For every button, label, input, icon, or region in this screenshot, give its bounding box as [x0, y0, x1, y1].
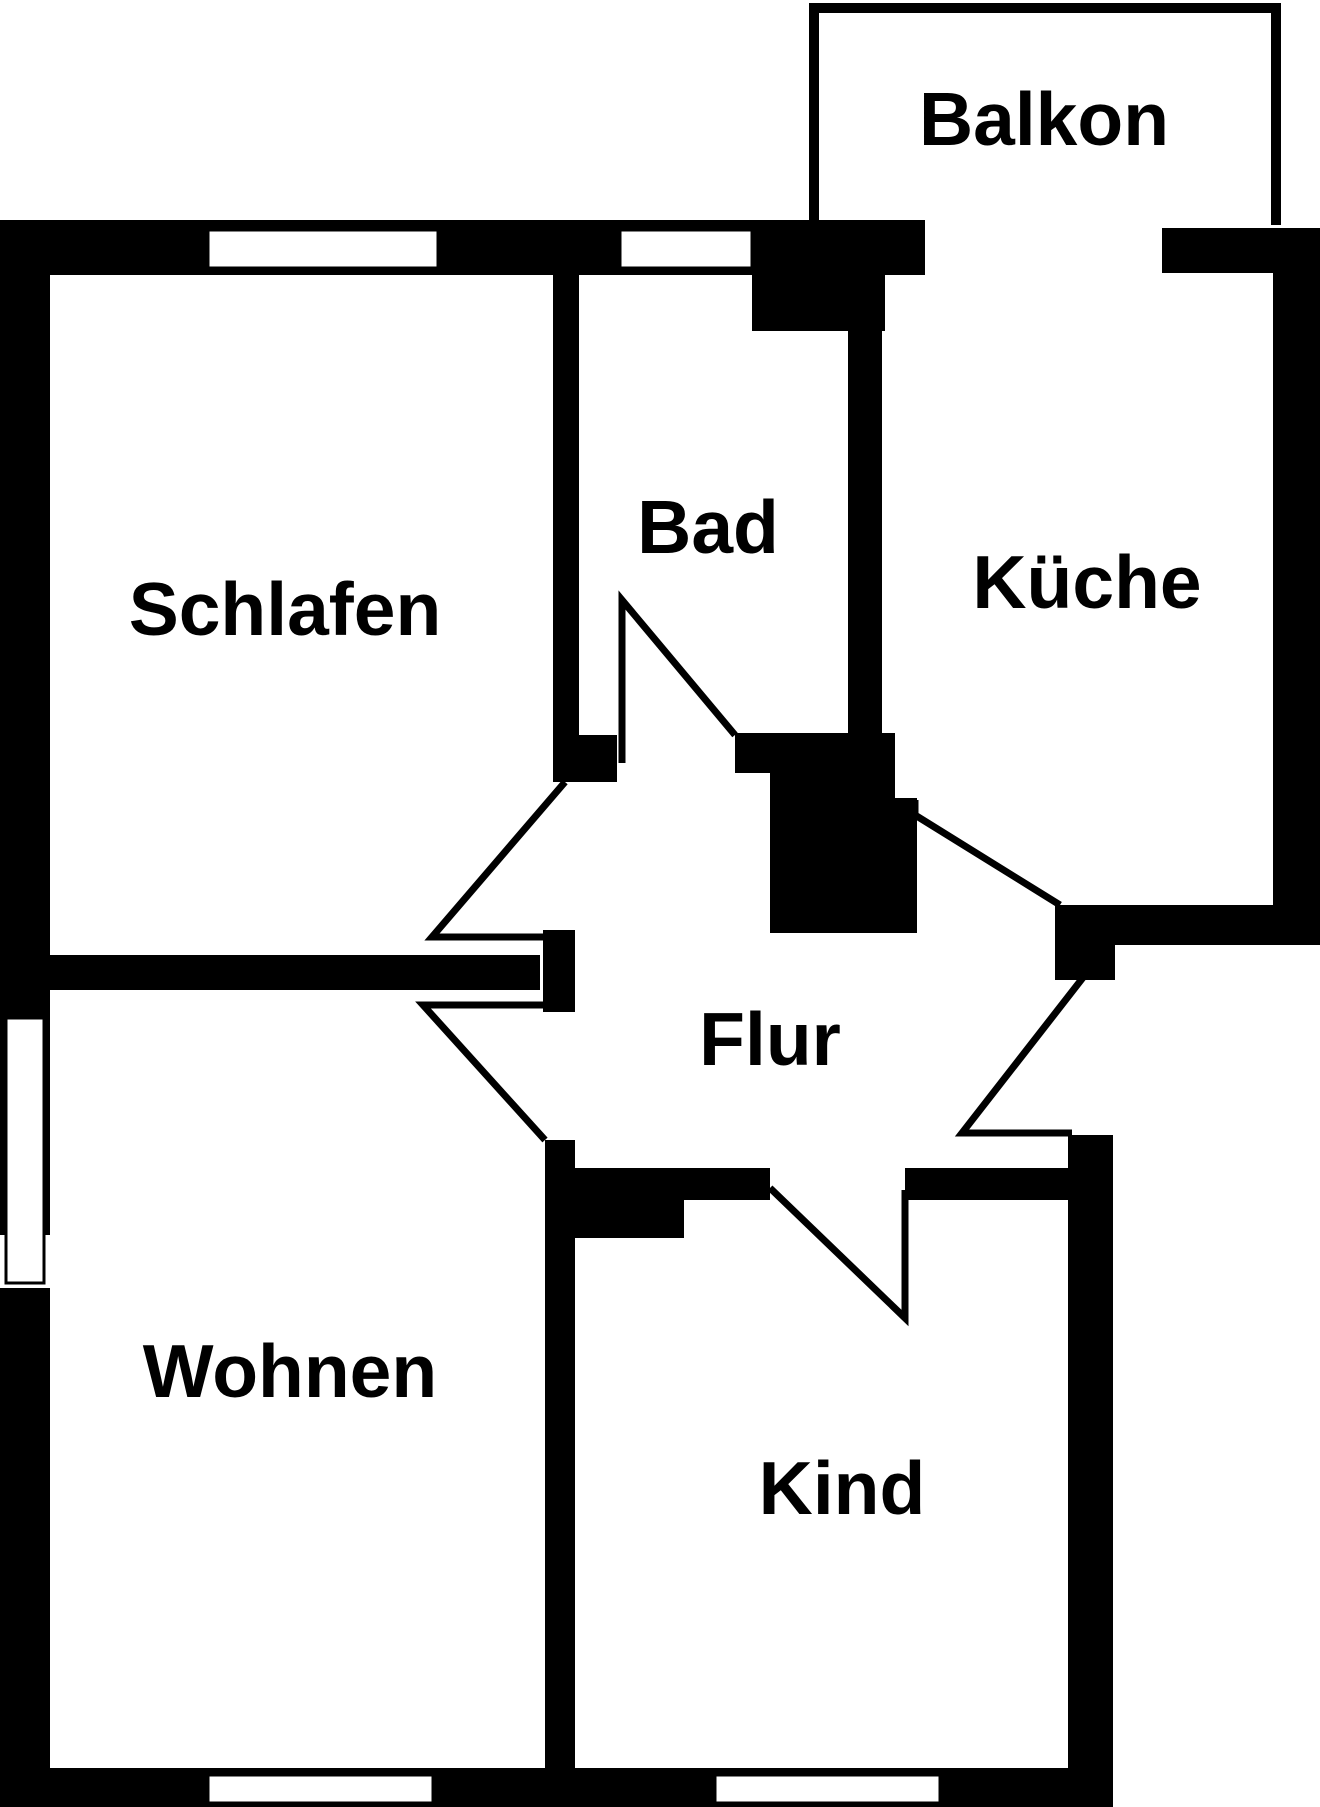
wall-wohnen-kind — [545, 1140, 575, 1807]
balcony-outline — [809, 3, 1281, 225]
wall-chimney-shaft — [770, 733, 895, 933]
door-flur-right — [954, 972, 1088, 1137]
room-label-flur: Flur — [699, 997, 841, 1081]
window-wohnen-left — [4, 1016, 46, 1285]
door-bad — [618, 590, 738, 763]
wall-kitchen-right — [1273, 228, 1320, 940]
room-label-kind: Kind — [759, 1446, 926, 1530]
door-kueche — [911, 800, 1062, 908]
room-label-wohnen: Wohnen — [143, 1329, 437, 1413]
wall-left-lower — [0, 1288, 50, 1807]
wall-schlafen-bad — [553, 270, 579, 782]
wall-kind-right — [1068, 1135, 1113, 1807]
door-swings — [415, 590, 1088, 1327]
wall-schlafen-wohnen — [0, 955, 540, 990]
wall-chimney-post — [895, 798, 917, 933]
room-label-schlafen: Schlafen — [129, 567, 442, 651]
wall-bottom — [0, 1768, 1113, 1807]
window-wohnen-bottom — [206, 1773, 435, 1805]
room-label-bad: Bad — [637, 485, 779, 569]
windows — [4, 228, 942, 1805]
window-bad-top — [618, 228, 754, 270]
window-schlafen-top — [206, 228, 440, 270]
wall-kind-top-left-block — [572, 1168, 684, 1238]
wall-kind-top-right — [905, 1168, 1075, 1200]
window-kind-bottom — [713, 1773, 942, 1805]
room-label-balkon: Balkon — [919, 77, 1169, 161]
wall-kitchen-corner-post — [1055, 905, 1115, 980]
door-kind — [767, 1185, 909, 1327]
wall-schlafen-bad-foot — [553, 735, 617, 782]
wall-schlafen-wohnen-end — [543, 930, 575, 1012]
wall-bad-kueche — [848, 270, 882, 735]
walls — [0, 220, 1320, 1807]
door-schlafen — [424, 779, 568, 941]
room-label-kueche: Küche — [972, 540, 1201, 624]
room-labels: Balkon Bad Schlafen Küche Flur Wohnen Ki… — [129, 77, 1202, 1530]
door-wohnen — [415, 1001, 548, 1143]
